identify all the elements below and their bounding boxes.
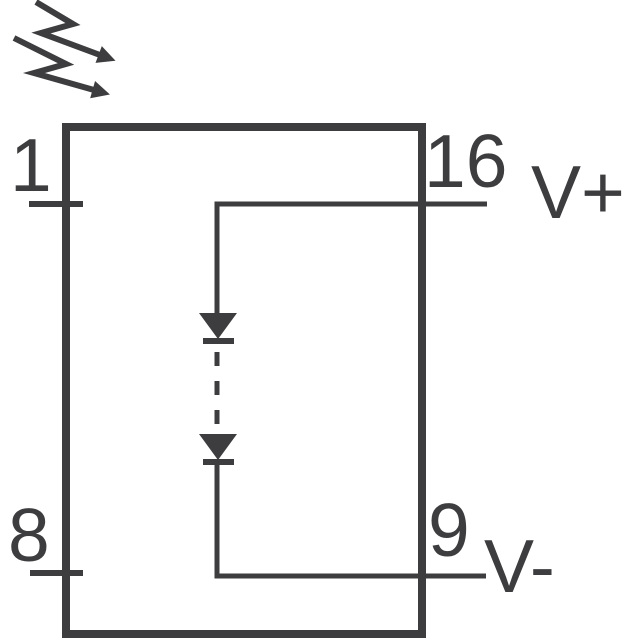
diode-anode-triangle [199,434,237,460]
pin-9-net-label: V- [484,524,555,608]
diode-symbol-bottom [199,434,237,465]
light-ray-arrow-top [31,0,116,63]
pin-9-wire [214,464,486,579]
pin-1-number: 1 [10,123,52,207]
diode-symbol-top [199,313,237,344]
diode-anode-triangle [199,313,237,339]
pin-16-wire [214,201,487,314]
pin-9-number: 9 [428,488,470,572]
pin-16-net-label: V+ [531,150,625,234]
pin-16-number: 16 [424,119,508,203]
light-rays-icon [12,0,116,99]
pin-8-number: 8 [8,493,50,577]
light-ray-arrow-bottom [12,35,110,99]
package-outline [62,123,426,638]
